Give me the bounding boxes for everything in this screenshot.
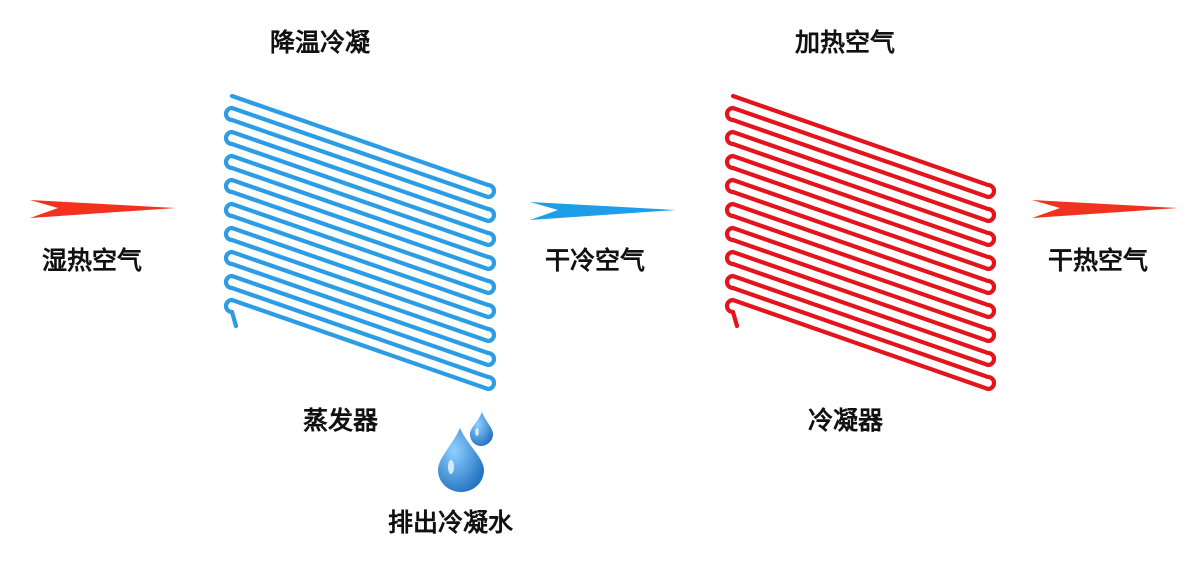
dry-cold-air-label: 干冷空气 bbox=[545, 246, 646, 275]
heating-air-label: 加热空气 bbox=[795, 28, 896, 57]
evaporator-coil bbox=[223, 93, 497, 392]
humid-hot-air-arrow bbox=[30, 200, 176, 218]
humid-hot-air-label: 湿热空气 bbox=[42, 246, 143, 275]
water-drop-icon bbox=[438, 412, 493, 492]
cooling-condensing-label: 降温冷凝 bbox=[270, 28, 371, 57]
dry-hot-air-arrow bbox=[1032, 200, 1178, 218]
condenser-coil bbox=[724, 93, 997, 392]
dry-cold-air-arrow bbox=[530, 202, 676, 220]
evaporator-label: 蒸发器 bbox=[303, 406, 379, 435]
condenser-label: 冷凝器 bbox=[808, 406, 884, 435]
drain-condensate-label: 排出冷凝水 bbox=[388, 508, 514, 537]
dry-hot-air-label: 干热空气 bbox=[1048, 246, 1149, 275]
